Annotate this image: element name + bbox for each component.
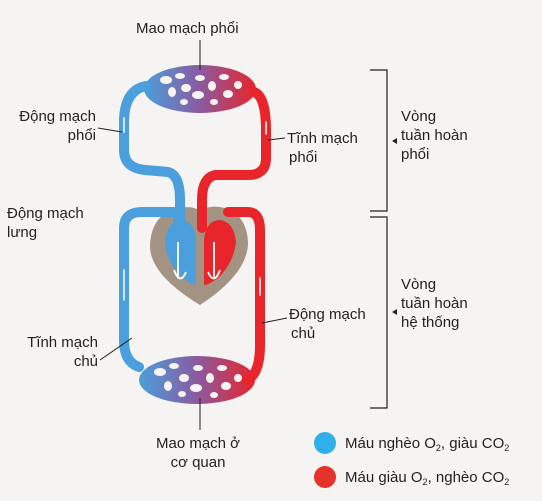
label-dorsal-artery: Động mạch lưng (7, 205, 84, 241)
bracket-pointer (392, 309, 397, 315)
lung-capillary-bed (144, 65, 256, 113)
organ-capillary-bed (139, 356, 255, 404)
legend-blue-swatch (314, 432, 336, 454)
legend-red-text: Máu giàu O2, nghèo CO2 (345, 469, 510, 487)
label-vena-cava: Tĩnh mạch chủ (27, 334, 98, 370)
leader-lines (97, 40, 288, 430)
bracket-pointer (392, 138, 397, 144)
red-vessels (197, 87, 271, 385)
label-pulmonary-vein: Tĩnh mạch phổi (287, 130, 358, 166)
blue-vessels (119, 81, 185, 372)
bracket-pulmonary (370, 69, 388, 212)
bracket-systemic (370, 216, 388, 409)
legend-red-swatch (314, 466, 336, 488)
label-systemic-circuit: Vòng tuần hoàn hệ thống (401, 276, 468, 331)
label-pulmonary-circuit: Vòng tuần hoàn phổi (401, 108, 468, 163)
label-aorta: Động mạch chủ (289, 306, 366, 342)
label-pulmonary-artery: Động mạch phổi (19, 108, 96, 144)
label-organ-capillary: Mao mạch ở cơ quan (155, 435, 241, 471)
legend-blue-text: Máu nghèo O2, giàu CO2 (345, 435, 510, 453)
label-lung-capillary: Mao mạch phổi (136, 20, 239, 37)
